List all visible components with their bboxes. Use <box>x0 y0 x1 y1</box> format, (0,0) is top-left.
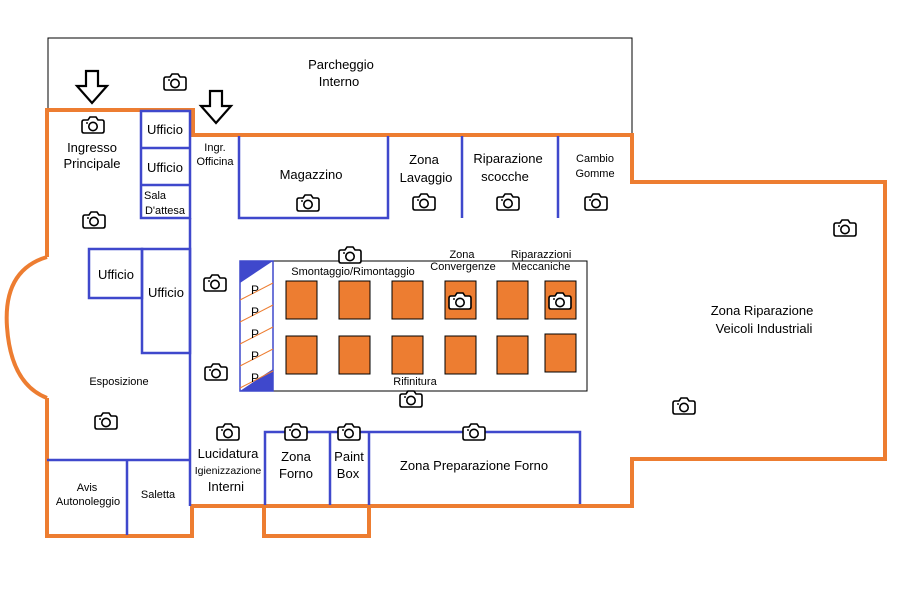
workstation <box>496 335 529 375</box>
room-labels: Parcheggio Interno Ingresso Principale U… <box>56 57 813 508</box>
camera-icon <box>462 423 486 441</box>
label-ingr-officina-1: Ingr. <box>204 142 225 154</box>
label-zona-convergenze-2: Convergenze <box>430 261 495 273</box>
label-zona-preparazione-forno: Zona Preparazione Forno <box>400 458 548 473</box>
parcheggio-interno-area <box>47 37 633 135</box>
label-parcheggio-interno-1: Parcheggio <box>308 57 374 72</box>
parking-mark: P <box>251 349 259 363</box>
label-sala-attesa-2: D'attesa <box>145 205 186 217</box>
label-cambio-gomme-2: Gomme <box>575 168 614 180</box>
label-riparazione-scocche-1: Riparazione <box>473 151 542 166</box>
workstation <box>544 333 577 373</box>
label-smontaggio: Smontaggio/Rimontaggio <box>291 266 415 278</box>
workstation <box>444 335 477 375</box>
label-lucidatura-1: Lucidatura <box>198 446 259 461</box>
label-parcheggio-interno-2: Interno <box>319 74 359 89</box>
camera-icon <box>94 412 118 430</box>
camera-icon <box>496 193 520 211</box>
camera-icon <box>672 397 696 415</box>
workstation <box>391 280 424 320</box>
camera-icon <box>833 219 857 237</box>
camera-icon <box>584 193 608 211</box>
workstation <box>338 280 371 320</box>
label-avis-2: Autonoleggio <box>56 496 120 508</box>
label-sala-attesa-1: Sala <box>144 190 167 202</box>
down-arrow-icon <box>75 69 109 105</box>
label-paint-box-2: Box <box>337 466 360 481</box>
label-ufficio-3: Ufficio <box>98 267 134 282</box>
camera-icon <box>204 363 228 381</box>
workstation <box>285 335 318 375</box>
label-avis-1: Avis <box>77 482 98 494</box>
label-zona-convergenze-1: Zona <box>449 249 475 261</box>
label-ufficio-1: Ufficio <box>147 122 183 137</box>
outer-walls <box>4 108 887 538</box>
label-ufficio-2: Ufficio <box>147 160 183 175</box>
workstation <box>496 280 529 320</box>
label-zona-lavaggio-2: Lavaggio <box>400 170 453 185</box>
label-riparazioni-meccaniche-2: Meccaniche <box>512 261 571 273</box>
label-riparazione-scocche-2: scocche <box>481 169 529 184</box>
label-lucidatura-3: Interni <box>208 479 244 494</box>
label-zona-forno-1: Zona <box>281 449 311 464</box>
camera-icon <box>448 292 472 310</box>
label-ingresso-1: Ingresso <box>67 140 117 155</box>
camera-icon <box>82 211 106 229</box>
label-magazzino: Magazzino <box>280 167 343 182</box>
workstations <box>285 280 577 375</box>
label-esposizione: Esposizione <box>89 376 148 388</box>
workstation <box>338 335 371 375</box>
camera-icon <box>284 423 308 441</box>
label-saletta: Saletta <box>141 489 176 501</box>
label-ufficio-4: Ufficio <box>148 285 184 300</box>
inner-walls <box>47 109 582 535</box>
camera-icon <box>203 274 227 292</box>
label-zona-riparazione-veicoli-1: Zona Riparazione <box>711 303 814 318</box>
camera-icon <box>216 423 240 441</box>
camera-icon <box>81 116 105 134</box>
camera-icon <box>412 193 436 211</box>
label-riparazioni-meccaniche-1: Riparazzioni <box>511 249 572 261</box>
label-zona-riparazione-veicoli-2: Veicoli Industriali <box>716 321 813 336</box>
parking-mark: P <box>251 327 259 341</box>
label-cambio-gomme-1: Cambio <box>576 153 614 165</box>
label-zona-forno-2: Forno <box>279 466 313 481</box>
label-ingr-officina-2: Officina <box>196 156 234 168</box>
parking-mark: P <box>251 283 259 297</box>
camera-icon <box>163 73 187 91</box>
label-lucidatura-2: Igienizzazione <box>195 465 262 477</box>
workstation <box>285 280 318 320</box>
label-paint-box-1: Paint <box>334 449 364 464</box>
camera-icon <box>338 246 362 264</box>
camera-icon <box>399 390 423 408</box>
camera-icon <box>548 292 572 310</box>
parking-mark: P <box>251 371 259 385</box>
camera-icon <box>337 423 361 441</box>
parking-strip <box>239 260 274 392</box>
down-arrow-icon <box>199 89 233 125</box>
label-rifinitura: Rifinitura <box>393 376 437 388</box>
label-ingresso-2: Principale <box>63 156 120 171</box>
camera-icon <box>296 194 320 212</box>
workstation <box>391 335 424 375</box>
parking-mark: P <box>251 305 259 319</box>
label-zona-lavaggio-1: Zona <box>409 152 439 167</box>
